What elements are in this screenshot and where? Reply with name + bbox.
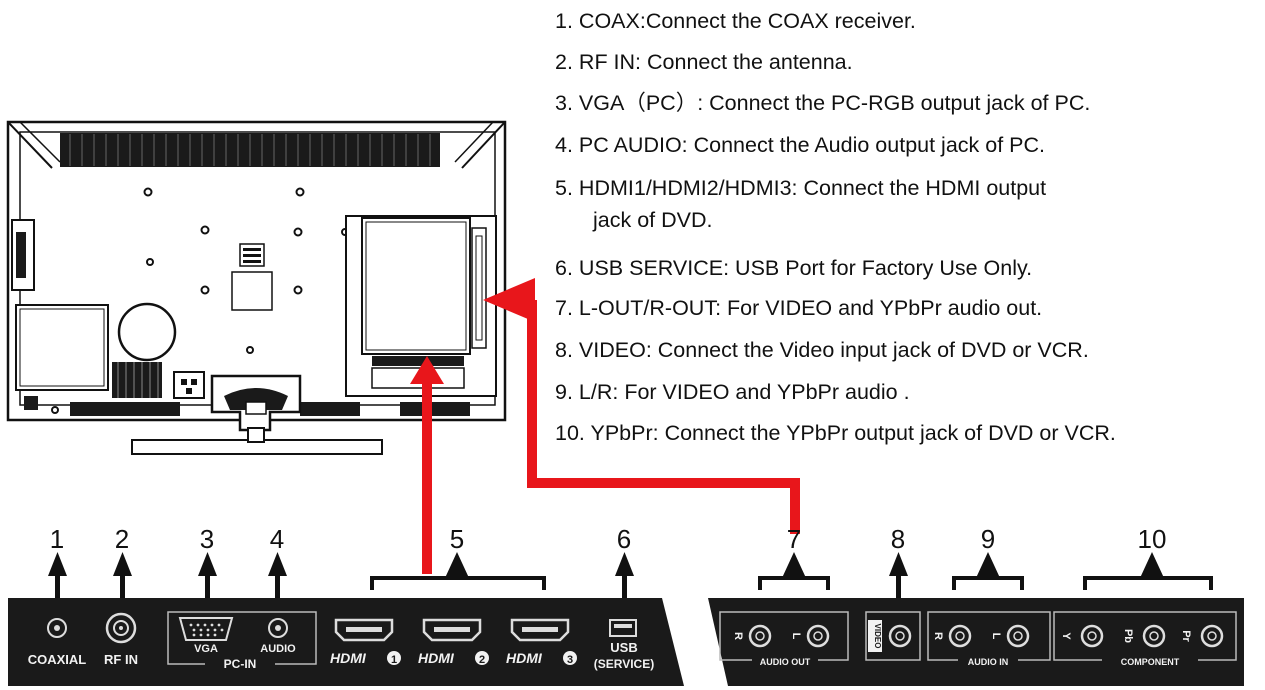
hdmi2-label: HDMI (418, 650, 455, 666)
legend-num: 6. (555, 256, 573, 280)
audio-in-r-label: R (932, 632, 944, 640)
legend-num: 10. (555, 421, 585, 445)
callout-arrows (48, 552, 1213, 598)
hdmi3-label: HDMI (506, 650, 543, 666)
callout-7: 7 (787, 524, 801, 554)
legend-num: 5. (555, 176, 573, 200)
pc-in-label: PC-IN (224, 657, 257, 671)
hdmi2-port[interactable] (422, 618, 482, 642)
legend-item-1: 1. COAX:Connect the COAX receiver. (555, 8, 916, 35)
legend-text: YPbPr: Connect the YPbPr output jack of … (590, 421, 1116, 445)
legend-num: 8. (555, 338, 573, 362)
audio-out-l-label: L (790, 633, 802, 640)
hdmi3-number: 3 (567, 654, 573, 666)
callout-2: 2 (115, 524, 129, 554)
right-connector-panel: R L AUDIO OUT VIDEO R L AUDIO IN (708, 598, 1244, 686)
legend-text: VIDEO: Connect the Video input jack of D… (578, 338, 1089, 362)
legend-num: 7. (555, 296, 573, 320)
audio-in-r-jack[interactable] (948, 624, 972, 648)
component-pb-jack[interactable] (1142, 624, 1166, 648)
legend-text: L/R: For VIDEO and YPbPr audio . (578, 380, 910, 404)
audio-out-r-label: R (732, 632, 744, 640)
legend-item-3: 3. VGA（PC）: Connect the PC-RGB output ja… (555, 90, 1090, 117)
callout-6: 6 (617, 524, 631, 554)
callout-10: 10 (1138, 524, 1167, 554)
component-y-label: Y (1060, 632, 1072, 640)
audio-in-label: AUDIO IN (968, 657, 1009, 667)
callout-5: 5 (450, 524, 464, 554)
callout-8: 8 (891, 524, 905, 554)
vga-port[interactable] (178, 617, 234, 641)
legend-text: L-OUT/R-OUT: For VIDEO and YPbPr audio o… (578, 296, 1043, 320)
callout-9: 9 (981, 524, 995, 554)
legend-num: 4. (555, 133, 573, 157)
legend-item-7: 7. L-OUT/R-OUT: For VIDEO and YPbPr audi… (555, 295, 1042, 322)
usb-service-label: (SERVICE) (594, 657, 654, 671)
legend-num: 9. (555, 380, 573, 404)
legend-num: 2. (555, 50, 573, 74)
callout-1: 1 (50, 524, 64, 554)
red-leader-lines (410, 278, 800, 574)
hdmi3-port[interactable] (510, 618, 570, 642)
hdmi2-number: 2 (479, 654, 485, 666)
audio-out-l-jack[interactable] (806, 624, 830, 648)
left-connector-panel: COAXIAL RF IN VGA AUDIO PC-IN (8, 598, 684, 686)
usb-label: USB (610, 640, 637, 655)
component-label: COMPONENT (1121, 657, 1180, 667)
audio-in-l-label: L (990, 633, 1002, 640)
legend-item-5: 5. HDMI1/HDMI2/HDMI3: Connect the HDMI o… (555, 175, 1046, 202)
legend-text: HDMI1/HDMI2/HDMI3: Connect the HDMI outp… (578, 176, 1047, 200)
legend-item-5-cont: jack of DVD. (593, 207, 712, 234)
legend-num: 1. (555, 9, 573, 33)
legend-text: USB SERVICE: USB Port for Factory Use On… (578, 256, 1033, 280)
video-label: VIDEO (873, 624, 882, 649)
rf-in-jack[interactable] (105, 612, 137, 644)
legend-item-4: 4. PC AUDIO: Connect the Audio output ja… (555, 132, 1045, 159)
component-y-jack[interactable] (1080, 624, 1104, 648)
callout-numbers: 1 2 3 4 5 6 7 8 9 10 (50, 524, 1167, 554)
legend-text: PC AUDIO: Connect the Audio output jack … (578, 133, 1046, 157)
component-pr-label: Pr (1180, 630, 1192, 642)
legend-text: COAX:Connect the COAX receiver. (578, 9, 916, 33)
hdmi1-port[interactable] (334, 618, 394, 642)
legend-item-2: 2. RF IN: Connect the antenna. (555, 49, 853, 76)
usb-service-port[interactable] (609, 619, 637, 637)
legend-text: VGA（PC）: Connect the PC-RGB output jack … (578, 91, 1091, 115)
coaxial-jack[interactable] (47, 618, 67, 638)
rf-in-label: RF IN (104, 652, 138, 667)
component-pb-label: Pb (1122, 629, 1134, 643)
coaxial-label: COAXIAL (28, 652, 87, 667)
legend-num: 3. (555, 91, 573, 115)
legend-item-6: 6. USB SERVICE: USB Port for Factory Use… (555, 255, 1032, 282)
audio-out-r-jack[interactable] (748, 624, 772, 648)
tv-rear-view (6, 120, 507, 455)
legend-text: jack of DVD. (593, 208, 713, 232)
audio-in-l-jack[interactable] (1006, 624, 1030, 648)
pc-audio-label: AUDIO (260, 643, 296, 655)
callout-3: 3 (200, 524, 214, 554)
component-pr-jack[interactable] (1200, 624, 1224, 648)
legend-item-8: 8. VIDEO: Connect the Video input jack o… (555, 337, 1089, 364)
legend-item-9: 9. L/R: For VIDEO and YPbPr audio . (555, 379, 910, 406)
hdmi1-number: 1 (391, 654, 397, 666)
audio-out-label: AUDIO OUT (760, 657, 811, 667)
hdmi1-label: HDMI (330, 650, 367, 666)
legend-text: RF IN: Connect the antenna. (578, 50, 853, 74)
callout-4: 4 (270, 524, 284, 554)
video-jack[interactable] (888, 624, 912, 648)
pc-audio-jack[interactable] (268, 618, 288, 638)
vga-label: VGA (194, 643, 218, 655)
legend-item-10: 10. YPbPr: Connect the YPbPr output jack… (555, 420, 1116, 447)
